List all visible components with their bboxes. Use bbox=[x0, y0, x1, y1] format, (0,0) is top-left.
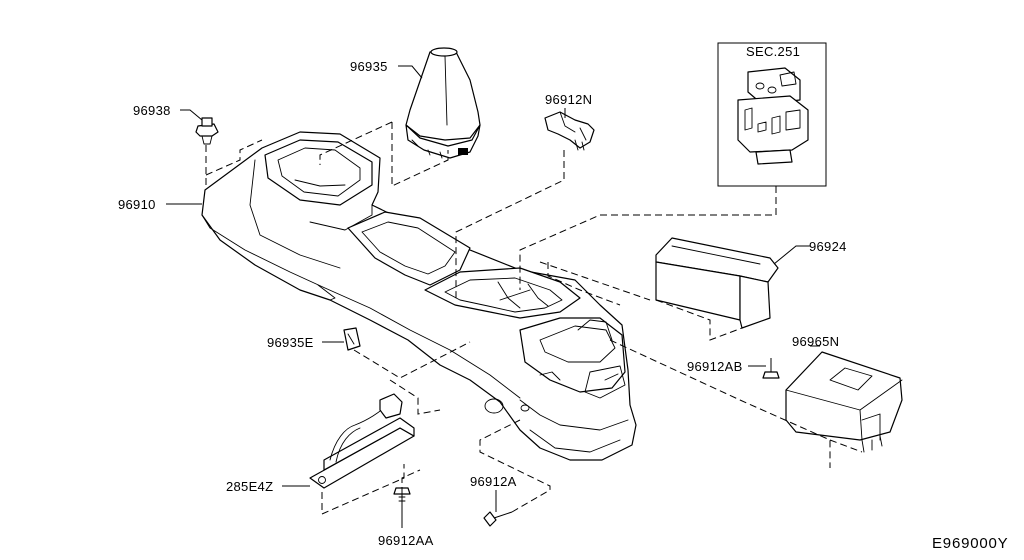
label-96912AB: 96912AB bbox=[687, 359, 743, 374]
callout-labels: 96935 96938 96912N 96910 96924 96935E 96… bbox=[118, 44, 847, 548]
label-285E4Z: 285E4Z bbox=[226, 479, 273, 494]
label-96938: 96938 bbox=[133, 103, 171, 118]
clip-96935E bbox=[343, 327, 361, 351]
switch-assembly bbox=[737, 67, 809, 165]
label-96912A: 96912A bbox=[470, 474, 517, 489]
leader-lines bbox=[166, 65, 820, 528]
storage-tray bbox=[655, 237, 779, 329]
console-body bbox=[201, 131, 637, 461]
label-96965N: 96965N bbox=[792, 334, 839, 349]
label-96912N: 96912N bbox=[545, 92, 592, 107]
label-96912AA: 96912AA bbox=[378, 533, 434, 548]
clip-96938 bbox=[195, 117, 219, 145]
label-sec-251: SEC.251 bbox=[746, 44, 800, 59]
label-96924: 96924 bbox=[809, 239, 847, 254]
bracket-96912N bbox=[544, 111, 595, 151]
drawing-code: E969000Y bbox=[932, 535, 1008, 552]
screw-96912A bbox=[483, 511, 513, 527]
assembly-lines bbox=[205, 121, 863, 515]
armrest-lid bbox=[785, 351, 903, 453]
reference-box bbox=[717, 42, 827, 187]
lamp-harness bbox=[309, 393, 415, 489]
screw-96912AB bbox=[762, 358, 780, 379]
label-96910: 96910 bbox=[118, 197, 156, 212]
shift-boot bbox=[405, 47, 481, 159]
label-96935: 96935 bbox=[350, 59, 388, 74]
label-96935E: 96935E bbox=[267, 335, 314, 350]
